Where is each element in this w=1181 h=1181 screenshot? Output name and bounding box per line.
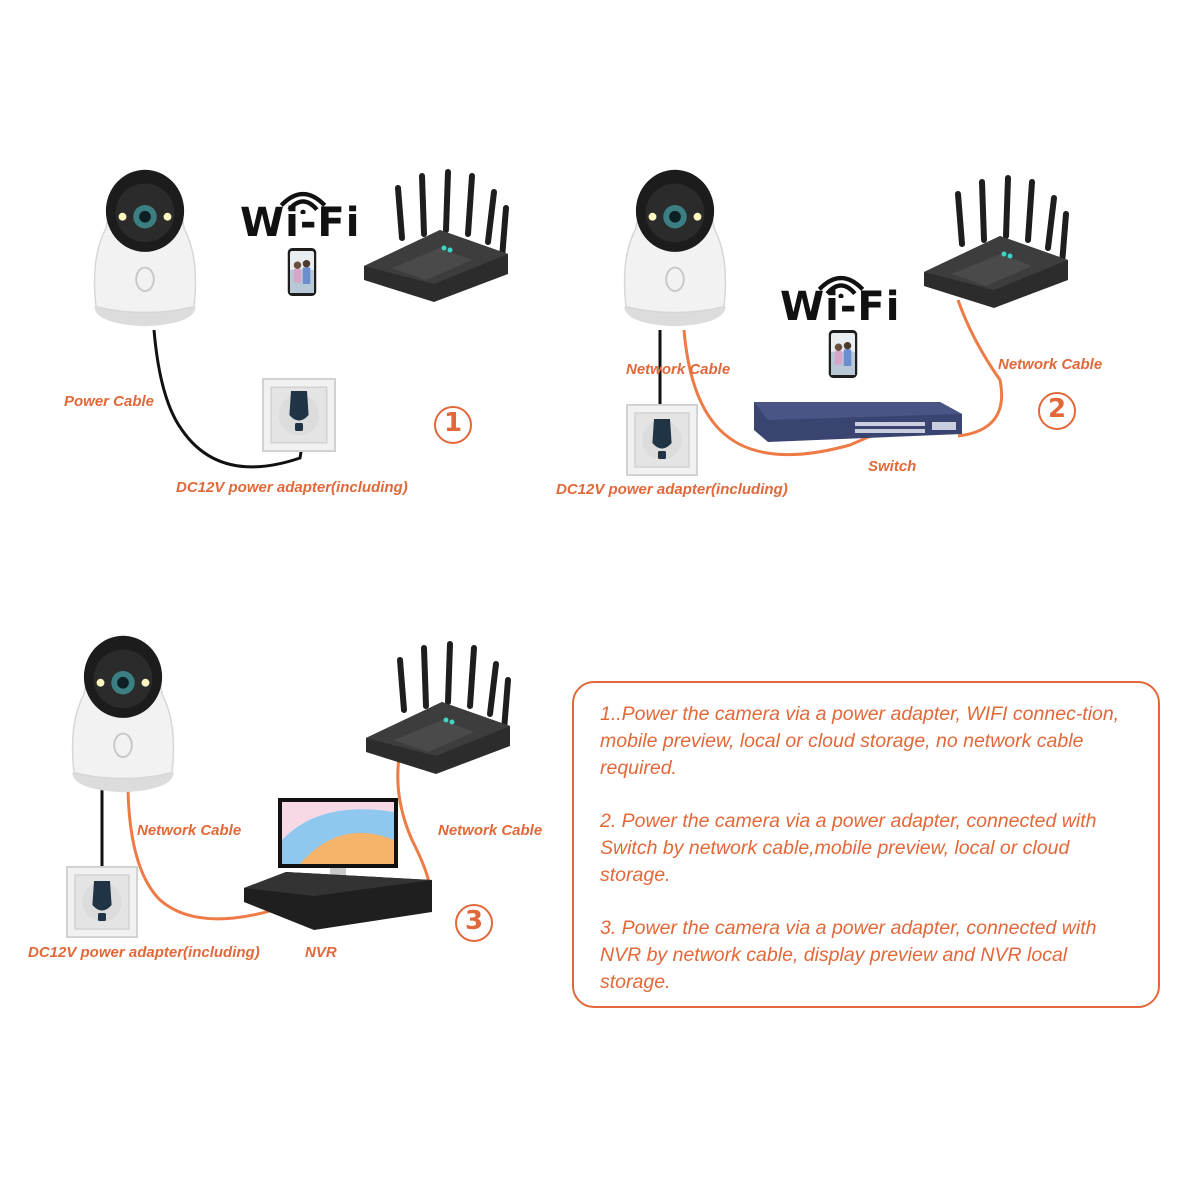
step-marker-1: 1: [434, 406, 472, 444]
router-icon: [924, 178, 1068, 308]
network-cable-label: Network Cable: [998, 356, 1103, 373]
phone-icon: [828, 330, 858, 378]
adapter-label: DC12V power adapter(including): [556, 481, 788, 498]
description-1: 1..Power the camera via a power adapter,…: [600, 703, 1120, 779]
camera-icon: [93, 168, 197, 328]
wifi-text: Wi-Fi: [780, 284, 901, 330]
nvr-icon: [244, 872, 432, 930]
description-2: 2. Power the camera via a power adapter,…: [600, 810, 1097, 886]
description-box: 1..Power the camera via a power adapter,…: [572, 681, 1160, 1008]
adapter-label: DC12V power adapter(including): [28, 944, 260, 961]
camera-icon: [71, 634, 175, 794]
panel-1-artwork: [93, 168, 508, 469]
step-marker-3: 3: [455, 904, 493, 942]
router-icon: [366, 644, 510, 774]
adapter-label: DC12V power adapter(including): [176, 479, 408, 496]
monitor-icon: [278, 798, 398, 887]
panel-3-artwork: [66, 634, 510, 938]
description-3: 3. Power the camera via a power adapter,…: [600, 917, 1097, 993]
power-cable-label: Power Cable: [64, 393, 155, 410]
switch-label: Switch: [868, 458, 917, 475]
network-switch-icon: [754, 402, 962, 442]
network-cable-label: Network Cable: [137, 822, 242, 839]
phone-icon: [287, 248, 317, 296]
camera-icon: [623, 168, 727, 328]
step-marker-2: 2: [1038, 392, 1076, 430]
router-icon: [364, 172, 508, 302]
network-cable-label: Network Cable: [438, 822, 543, 839]
network-cable-label: Network Cable: [626, 361, 731, 378]
nvr-label: NVR: [305, 944, 337, 961]
panel-2-artwork: [623, 168, 1068, 476]
wifi-text: Wi-Fi: [240, 200, 361, 246]
